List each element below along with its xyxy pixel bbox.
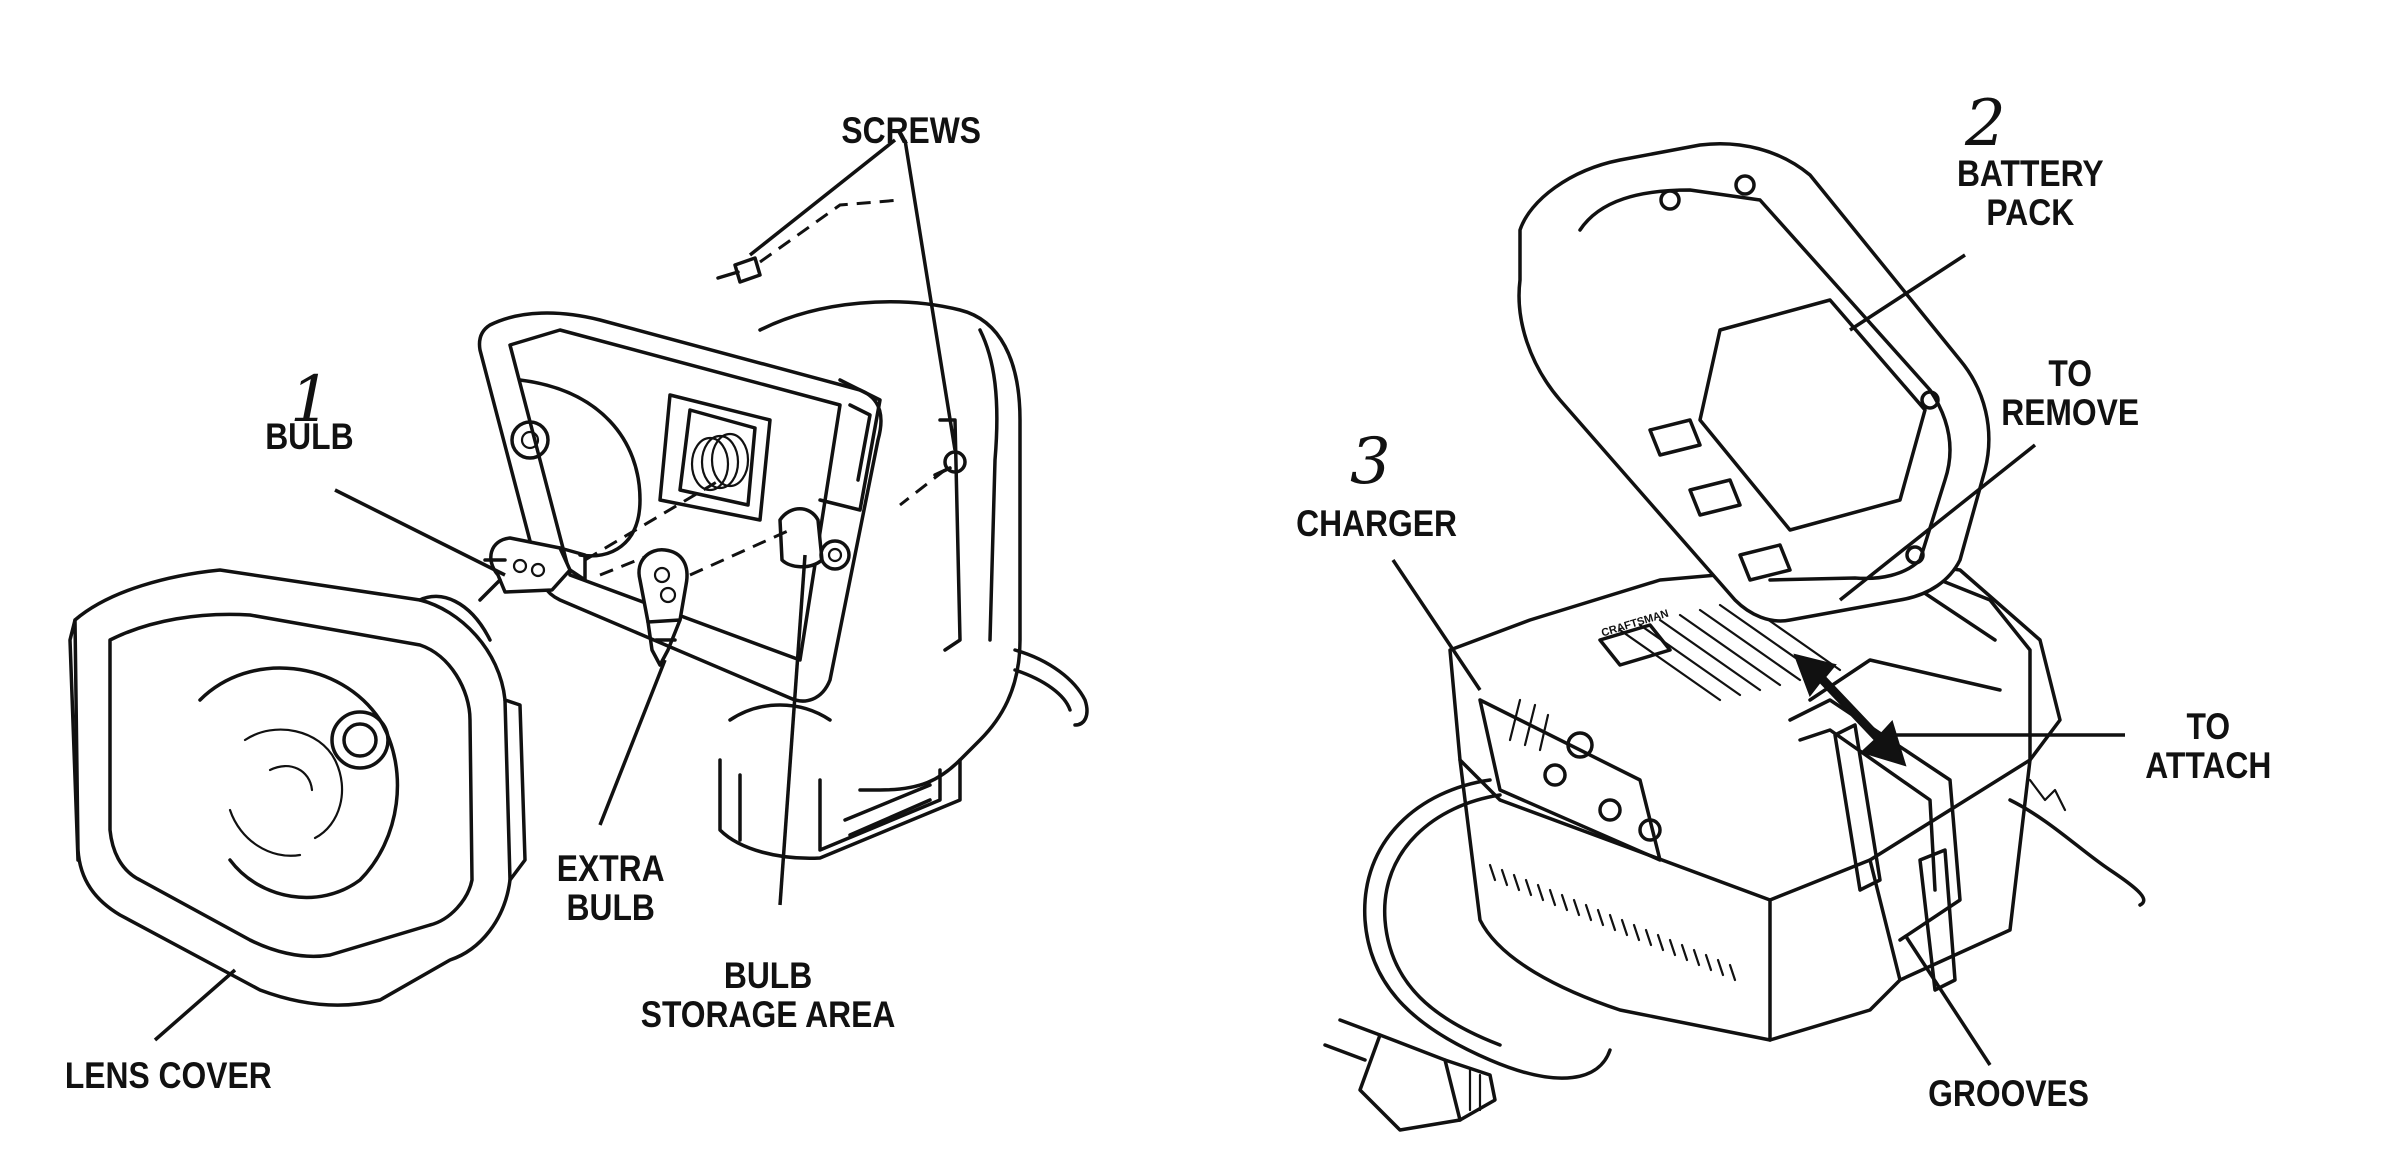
leader-lines-right: [1391, 253, 2125, 1066]
label-extra-bulb: EXTRA BULB: [556, 848, 665, 928]
label-to-remove-line2: REMOVE: [2001, 391, 2140, 433]
label-grooves: GROOVES: [1928, 1073, 2090, 1114]
leader-lines-left: [153, 138, 957, 1042]
screw-right: [933, 450, 967, 477]
step-number-3: 3: [1350, 425, 1391, 499]
charger-drawing: [1448, 558, 2062, 1042]
attach-remove-arrow: [1793, 653, 1907, 767]
label-to-attach-line1: TO: [2186, 706, 2231, 747]
label-bulb: BULB: [265, 416, 354, 457]
flashlight-body: [477, 198, 1089, 860]
battery-pack-drawing: [1517, 142, 1991, 623]
label-extra-bulb-line1: EXTRA: [556, 848, 665, 889]
label-screws: SCREWS: [841, 110, 982, 151]
label-to-remove: TO REMOVE: [2001, 353, 2140, 433]
label-to-attach: TO ATTACH: [2145, 706, 2272, 786]
step-number-2: 2: [1965, 87, 2006, 161]
label-to-remove-line1: TO: [2048, 353, 2092, 394]
label-bulb-storage-area: BULB STORAGE AREA: [640, 955, 896, 1035]
label-bulb-storage-line2: STORAGE AREA: [640, 993, 896, 1035]
label-lens-cover: LENS COVER: [64, 1055, 272, 1096]
label-extra-bulb-line2: BULB: [566, 886, 655, 928]
step-number-1: 1: [290, 363, 331, 437]
screw-top: [716, 256, 762, 284]
power-cord: [1323, 778, 1612, 1132]
label-to-attach-line2: ATTACH: [2145, 744, 2272, 786]
bulb-drawing: [478, 536, 587, 602]
label-battery-pack-line2: PACK: [1986, 191, 2075, 233]
label-battery-pack-line1: BATTERY: [1956, 153, 2104, 194]
extra-bulb-drawing: [637, 548, 689, 667]
label-bulb-storage-line1: BULB: [723, 955, 813, 996]
lens-cover-drawing: [68, 568, 527, 1007]
label-battery-pack: BATTERY PACK: [1956, 153, 2104, 233]
label-charger: CHARGER: [1296, 503, 1457, 544]
grooves-marks: [1833, 723, 1957, 992]
